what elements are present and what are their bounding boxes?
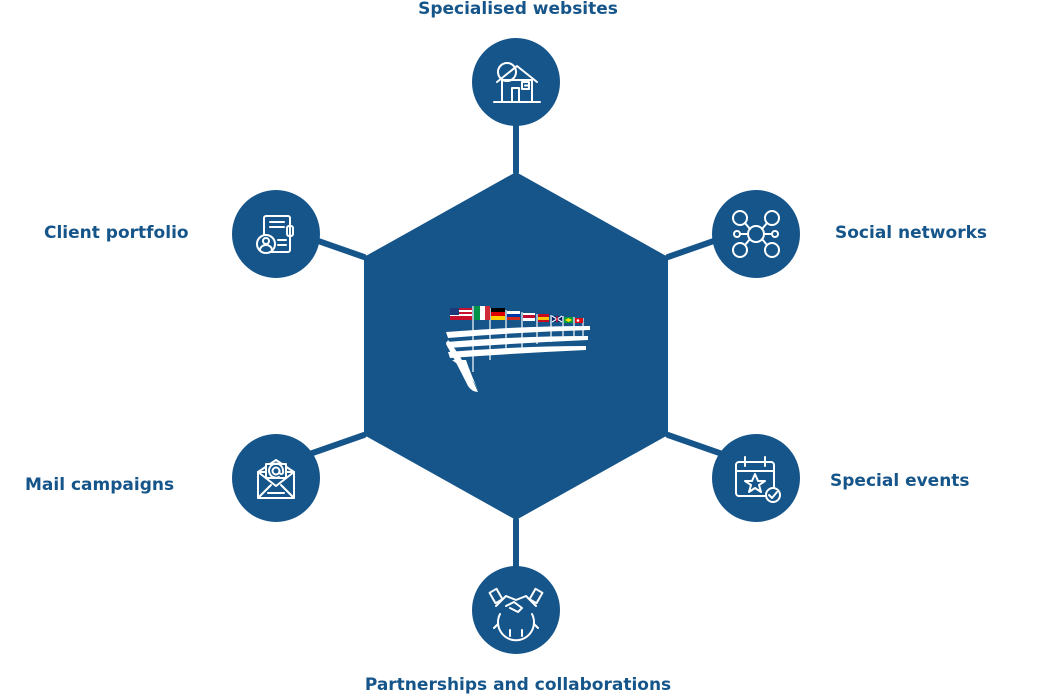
flags-logo-icon [446, 306, 590, 392]
network-icon [732, 210, 780, 258]
portfolio-icon [256, 215, 294, 254]
connector-right-bottom [665, 432, 731, 459]
label-special-events: Special events [830, 471, 970, 491]
node-circle-left-top [232, 190, 320, 278]
handshake-gear-icon [488, 587, 544, 642]
label-partnerships-and-collaborations: Partnerships and collaborations [364, 675, 672, 695]
calendar-star-icon [735, 456, 781, 503]
center-hexagon [364, 172, 668, 520]
node-circle-right-top [712, 190, 800, 278]
label-mail-campaigns: Mail campaigns [25, 475, 175, 495]
label-social-networks: Social networks [835, 223, 987, 243]
node-circle-top [472, 38, 560, 126]
label-specialised-websites: Specialised websites [418, 0, 618, 19]
mail-at-icon [257, 459, 295, 499]
house-icon [493, 62, 541, 103]
label-client-portfolio: Client portfolio [44, 223, 189, 243]
connector-left-bottom [301, 432, 367, 459]
